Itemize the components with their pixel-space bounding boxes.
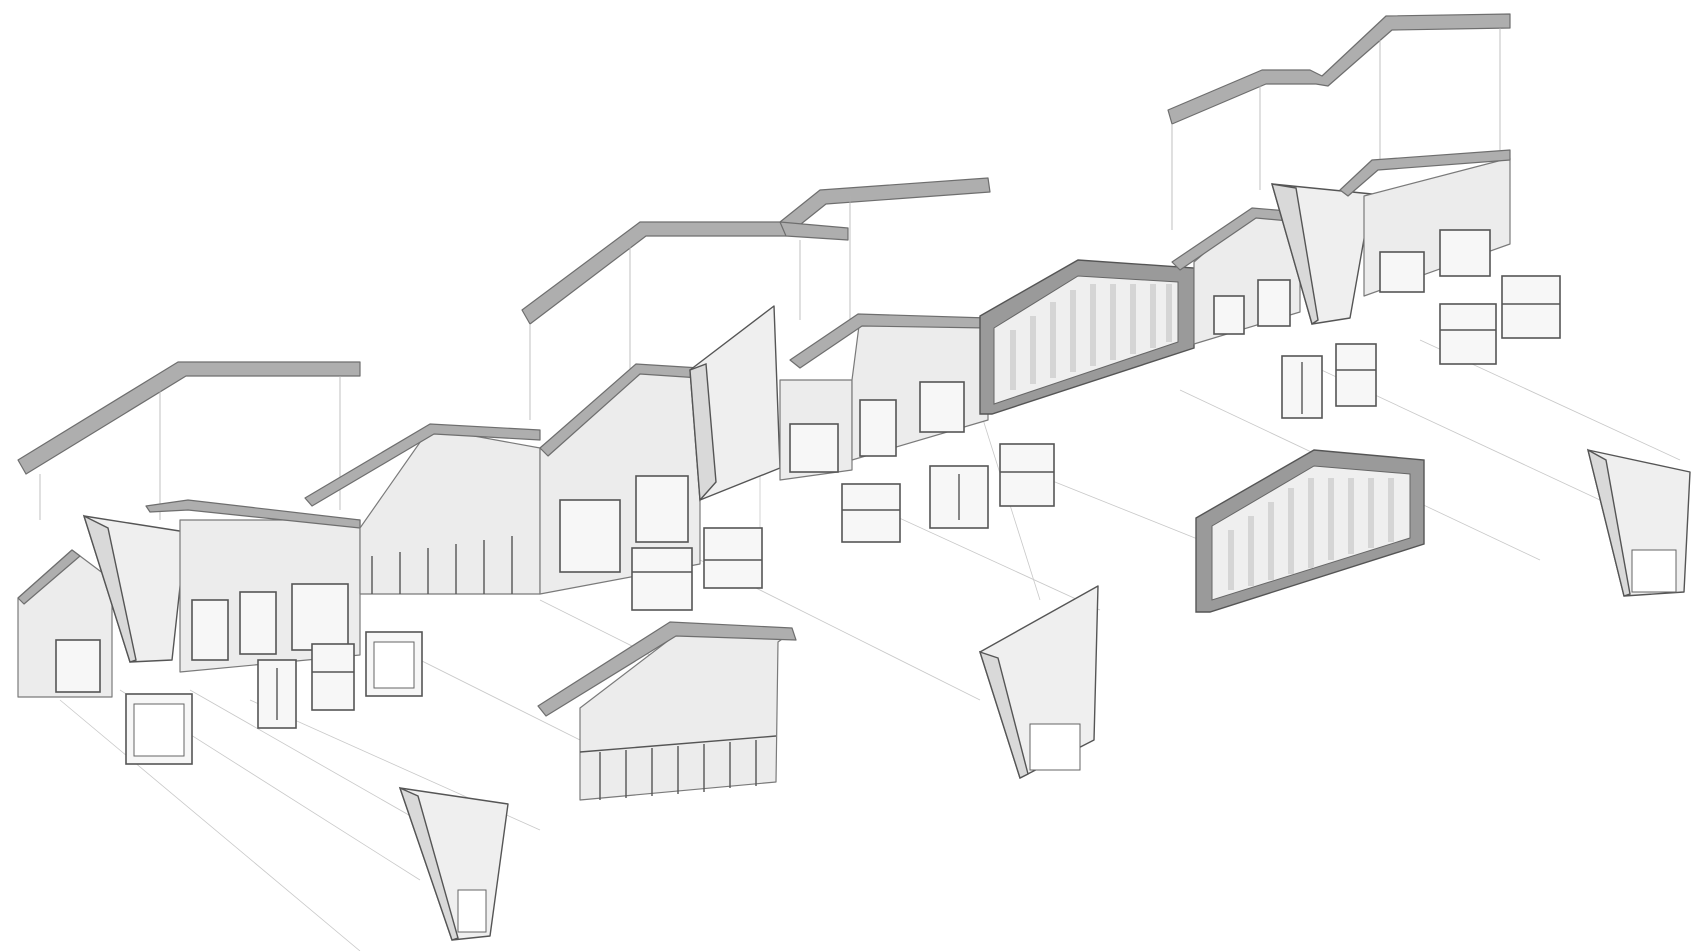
window-frame-4: [365, 631, 423, 697]
screen-perforations: [1010, 284, 1172, 390]
roof-canopy-right: [1167, 13, 1511, 230]
window-frame-13: [1501, 275, 1561, 339]
window-frame-6: [703, 527, 763, 589]
window-frame-3: [311, 643, 355, 711]
glass-curtain-wall-left: [371, 536, 513, 594]
window-frame-8: [929, 465, 989, 529]
gabled-wall-glazing: [579, 735, 777, 800]
exploded-gabled-wall: [537, 621, 797, 801]
window-frame-1: [125, 693, 193, 765]
window-frame-11: [1335, 343, 1377, 407]
window-frame-5: [631, 547, 693, 611]
window-frame-2: [257, 659, 297, 729]
facade-windows: [55, 229, 1491, 693]
exploded-kiosk-2: [978, 585, 1099, 779]
exploded-window-frames: [125, 275, 1561, 765]
exploded-kiosk-3: [1586, 448, 1691, 597]
window-frame-12: [1439, 303, 1497, 365]
window-frame-9: [999, 443, 1055, 507]
exploded-perforated-screen: [1195, 449, 1425, 613]
window-frame-10: [1281, 355, 1323, 419]
roof-canopy-center: [521, 177, 991, 420]
window-frame-7: [841, 483, 901, 543]
exploded-kiosk-1: [398, 786, 509, 941]
